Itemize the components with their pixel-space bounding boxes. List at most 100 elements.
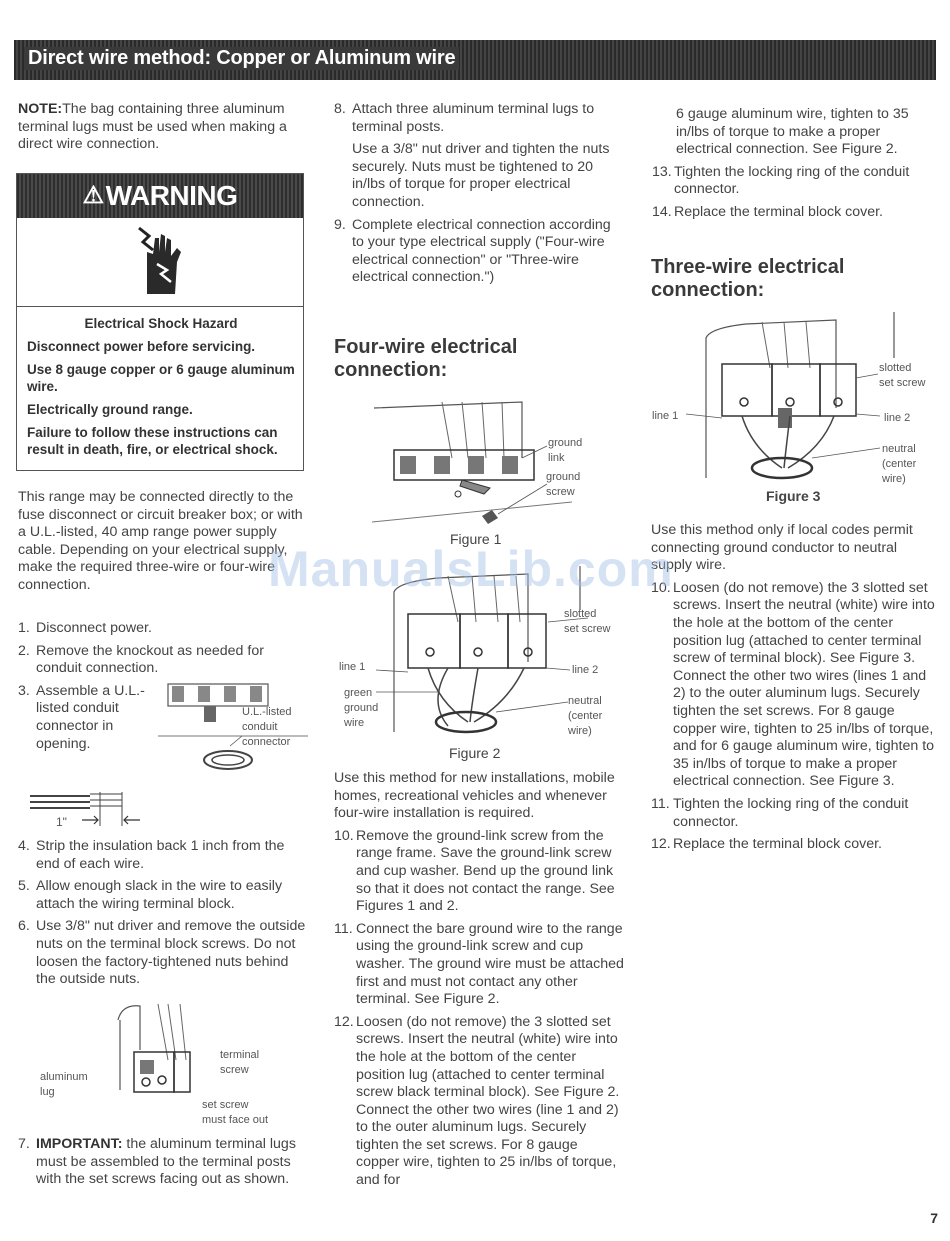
step-text: Connect the bare ground wire to the rang… xyxy=(356,920,624,1008)
step-number: 13. xyxy=(652,163,672,180)
four-wire-step-12-continued: 6 gauge aluminum wire, tighten to 35 in/… xyxy=(676,106,909,158)
figure-1-caption: Figure 1 xyxy=(450,531,502,547)
step-text: Assemble a U.L.-listed conduit connector… xyxy=(36,682,145,752)
three-wire-step-11: 11.Tighten the locking ring of the condu… xyxy=(651,796,938,831)
four-wire-step-10: 10.Remove the ground-link screw from the… xyxy=(334,828,624,916)
step-text: Disconnect power. xyxy=(36,620,152,636)
label-center: (center xyxy=(568,710,603,722)
three-wire-heading: Three-wire electrical connection: xyxy=(651,256,845,301)
step-6: 6. Use 3/8" nut driver and remove the out… xyxy=(18,918,308,988)
important-label: IMPORTANT: xyxy=(36,1136,123,1152)
label-line-1: line 1 xyxy=(339,661,366,673)
four-wire-step-11: 11.Connect the bare ground wire to the r… xyxy=(334,921,624,1009)
step-4: 4.Strip the insulation back 1 inch from … xyxy=(18,838,308,873)
label-line-1-3: line 1 xyxy=(652,410,679,422)
step-number: 12. xyxy=(651,836,671,853)
warning-line-4: Failure to follow these instructions can… xyxy=(27,425,278,457)
warning-line-2: Use 8 gauge copper or 6 gauge aluminum w… xyxy=(27,362,295,394)
label-aluminum: aluminum xyxy=(40,1071,88,1083)
step-number: 7. xyxy=(18,1136,30,1152)
step-text: Strip the insulation back 1 inch from th… xyxy=(36,838,285,872)
warning-title: WARNING xyxy=(105,180,238,211)
three-wire-body: Use this method only if local codes perm… xyxy=(651,522,938,859)
label-link: link xyxy=(548,452,565,464)
right-column-top: 6 gauge aluminum wire, tighten to 35 in/… xyxy=(652,106,937,227)
label-slotted-3: slotted xyxy=(879,362,912,374)
label-wire: wire xyxy=(344,717,365,729)
warning-triangle-icon: ⚠ xyxy=(82,182,105,209)
four-wire-heading-box: Four-wire electrical connection: xyxy=(334,336,594,382)
warning-text: Electrical Shock Hazard Disconnect power… xyxy=(17,307,303,458)
label-ground-3: ground xyxy=(344,702,379,714)
step-text: Loosen (do not remove) the 3 slotted set… xyxy=(673,579,935,790)
step-text: Replace the terminal block cover. xyxy=(674,203,883,220)
step-number: 14. xyxy=(652,203,672,220)
note-label: NOTE: xyxy=(18,101,63,117)
three-wire-step-10: 10.Loosen (do not remove) the 3 slotted … xyxy=(651,580,938,791)
steps-left-mid: 4.Strip the insulation back 1 inch from … xyxy=(18,838,308,994)
three-wire-intro: Use this method only if local codes perm… xyxy=(651,522,913,574)
step-3: 3.Assemble a U.L.-listed conduit connect… xyxy=(18,683,154,753)
warning-hazard: Electrical Shock Hazard xyxy=(84,316,238,331)
steps-left-top: 1.Disconnect power. 2.Remove the knockou… xyxy=(18,620,308,758)
label-ground: ground xyxy=(548,437,583,449)
step-text: Allow enough slack in the wire to easily… xyxy=(36,878,283,912)
label-set-screw-2: set screw xyxy=(564,623,611,635)
note-text: The bag containing three aluminum termin… xyxy=(18,101,287,153)
step-number: 11. xyxy=(651,795,670,812)
four-wire-intro: Use this method for new installations, m… xyxy=(334,770,615,822)
step-text: the aluminum terminal lugs must be assem… xyxy=(36,1136,296,1188)
label-neutral-3: neutral xyxy=(882,443,916,455)
four-wire-body: Use this method for new installations, m… xyxy=(334,770,624,1195)
section-banner: Direct wire method: Copper or Aluminum w… xyxy=(14,40,936,80)
four-wire-step-14: 14.Replace the terminal block cover. xyxy=(652,204,937,222)
step-number: 2. xyxy=(18,642,30,659)
step-2: 2.Remove the knockout as needed for cond… xyxy=(18,643,308,678)
label-must-face-out: must face out xyxy=(202,1114,269,1126)
label-line-2-3: line 2 xyxy=(884,412,911,424)
step-5: 5. Allow enough slack in the wire to easi… xyxy=(18,878,308,913)
warning-header: ⚠WARNING xyxy=(17,174,303,218)
label-line-2: line 2 xyxy=(572,664,599,676)
label-center-3: (center xyxy=(882,458,917,470)
step-text: Use 3/8" nut driver and remove the outsi… xyxy=(36,918,306,988)
label-connector: connector xyxy=(242,736,291,748)
figure-2-diagram xyxy=(375,566,588,734)
step-number: 9. xyxy=(334,216,346,233)
section-title: Direct wire method: Copper or Aluminum w… xyxy=(24,47,460,70)
step-number: 5. xyxy=(18,878,30,895)
label-screw-2: screw xyxy=(546,486,575,498)
label-neutral: neutral xyxy=(568,695,602,707)
figure-3-diagram xyxy=(685,312,895,480)
step-text: Remove the ground-link screw from the ra… xyxy=(356,827,615,915)
page-number: 7 xyxy=(930,1210,938,1226)
label-set-screw: set screw xyxy=(202,1099,249,1111)
label-wire-3: wire) xyxy=(882,473,906,485)
warning-line-1: Disconnect power before servicing. xyxy=(27,339,256,354)
figure-3-caption: Figure 3 xyxy=(766,488,821,504)
three-wire-heading-box: Three-wire electrical connection: xyxy=(651,256,911,302)
step-8-detail: Use a 3/8" nut driver and tighten the nu… xyxy=(334,141,622,211)
label-one-inch: 1" xyxy=(56,815,67,829)
step-1: 1.Disconnect power. xyxy=(18,620,308,638)
step-text: Loosen (do not remove) the 3 slotted set… xyxy=(356,1013,620,1189)
step-7: 7. IMPORTANT: the aluminum terminal lugs … xyxy=(18,1136,308,1194)
step-text: Complete electrical connection according… xyxy=(352,216,611,286)
step-number: 8. xyxy=(334,101,346,117)
aluminum-lug-figure xyxy=(117,1003,191,1093)
electric-shock-hand-icon xyxy=(138,226,181,294)
step-number: 11. xyxy=(334,920,353,937)
step-8: 8. Attach three aluminum terminal lugs to… xyxy=(334,101,622,136)
wire-strip-figure xyxy=(30,792,140,826)
label-screw: screw xyxy=(220,1064,249,1076)
four-wire-step-13: 13.Tighten the locking ring of the condu… xyxy=(652,164,937,199)
steps-middle-top: 8. Attach three aluminum terminal lugs to… xyxy=(334,101,622,292)
step-9: 9. Complete electrical connection accordi… xyxy=(334,217,622,287)
label-lug: lug xyxy=(40,1086,55,1098)
shock-hazard-illustration xyxy=(17,218,303,307)
step-number: 6. xyxy=(18,918,30,935)
step-text: Attach three aluminum terminal lugs to t… xyxy=(352,101,595,135)
four-wire-step-12: 12.Loosen (do not remove) the 3 slotted … xyxy=(334,1014,624,1190)
step-text: Use a 3/8" nut driver and tighten the nu… xyxy=(352,141,610,210)
four-wire-heading: Four-wire electrical connection: xyxy=(334,336,518,381)
